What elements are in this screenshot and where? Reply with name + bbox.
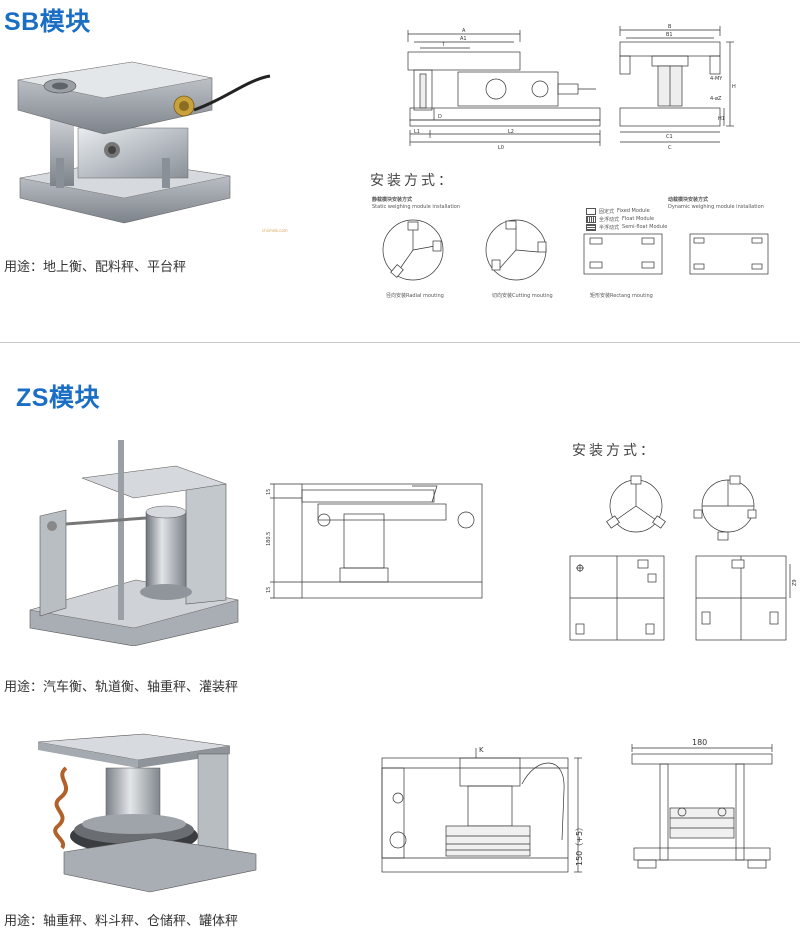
zs-usage-text-2: 用途：轴重秤、料斗秤、仓储秤、罐体秤 <box>4 914 239 929</box>
sb-dim-D: D <box>438 114 442 120</box>
legend-label-fixed-cn: 固定式 <box>599 208 615 215</box>
legend-label-float-en: Float Module <box>622 216 655 222</box>
sb-cutting-mounting-diagram <box>485 219 547 281</box>
legend-label-semi-cn: 半浮动式 <box>599 224 620 231</box>
zs-section-title: ZS模块 <box>16 384 100 412</box>
sb-cutting-caption: 切向安装Cutting mouting <box>492 293 553 299</box>
sb-usage-text: 用途：地上衡、配料秤、平台秤 <box>4 260 187 275</box>
sb-radial-mounting-diagram <box>382 219 444 281</box>
sb-dim-H: H <box>732 84 736 90</box>
float-module-swatch <box>586 215 596 223</box>
zs2-dim-width: 180 <box>692 738 707 747</box>
sb-install-header: 安装方式： <box>370 173 455 189</box>
sb-dynamic-heading-en: Dynamic weighing module installation <box>668 204 764 210</box>
sb-rectang-caption: 矩形安装Rectang mouting <box>590 293 653 299</box>
section-divider <box>0 342 800 343</box>
sb-module-photo <box>17 61 271 224</box>
zs-module-drawing-3: 180 <box>631 738 773 869</box>
sb-side-view-drawing: B B1 4-MY 4-øZ H H1 C1 C <box>619 24 736 151</box>
zs-module-drawing-1: 15 180.5 15 <box>266 483 483 599</box>
zs2-dim-k: K <box>479 746 484 754</box>
sb-dim-A: A <box>462 28 466 34</box>
sb-dynamic-mounting-diagram <box>689 233 769 275</box>
legend-label-float-cn: 全浮动式 <box>599 216 620 223</box>
sb-dim-L2: L2 <box>508 129 514 135</box>
legend-label-semi-en: Semi-float Module <box>622 224 668 230</box>
sb-dim-T: T <box>441 42 446 48</box>
zs-dim-side: Z9 <box>792 579 798 586</box>
sb-dim-L1: L1 <box>414 129 420 135</box>
legend-item-fixed: 固定式 Fixed Module <box>586 207 667 215</box>
zs-module-photo-1 <box>29 440 239 646</box>
sb-dim-B1: B1 <box>666 32 673 38</box>
sb-dim-C: C <box>668 145 672 151</box>
zs1-dim-mid: 180.5 <box>266 532 272 546</box>
sb-radial-caption: 径向安装Radial mouting <box>386 293 444 299</box>
zs-install-header: 安装方式： <box>572 443 657 459</box>
sb-dim-MY: 4-MY <box>710 76 723 82</box>
sb-dim-L0: L0 <box>498 145 504 151</box>
zs-rectang-mounting-diagram <box>569 555 665 641</box>
sb-section-title: SB模块 <box>4 8 91 36</box>
sb-dim-H1: H1 <box>718 116 725 122</box>
sb-static-heading: 静载模块安装方式 <box>372 197 413 203</box>
sb-dim-C1: C1 <box>666 134 673 140</box>
semi-float-module-swatch <box>586 223 596 231</box>
zs1-dim-top: 15 <box>266 489 272 495</box>
sb-dynamic-heading: 动载模块安装方式 <box>668 197 709 203</box>
sb-dim-A1: A1 <box>460 36 467 42</box>
sb-dim-B: B <box>668 24 672 30</box>
sb-rectang-mounting-diagram <box>583 233 663 275</box>
zs-usage-text-1: 用途：汽车衡、轨道衡、轴重秤、灌装秤 <box>4 680 239 695</box>
sb-install-legend: 固定式 Fixed Module 全浮动式 Float Module 半浮动式 … <box>586 207 667 231</box>
zs-dynamic-mounting-diagram: Z9 <box>695 555 798 641</box>
fixed-module-swatch <box>586 207 596 215</box>
legend-item-semi-float: 半浮动式 Semi-float Module <box>586 223 667 231</box>
zs-module-drawing-2: K 150（+5） <box>381 746 584 873</box>
sb-dim-dZ: 4-øZ <box>710 96 722 102</box>
zs1-dim-bot: 15 <box>266 587 272 593</box>
legend-item-float: 全浮动式 Float Module <box>586 215 667 223</box>
sb-static-heading-en: Static weighing module installation <box>372 204 461 210</box>
sb-watermark: chiimeb.com <box>262 228 288 233</box>
zs-cutting-mounting-diagram <box>693 475 757 541</box>
sb-front-view-drawing: A A1 T D L1 L2 L0 <box>407 28 601 151</box>
zs2-dim-height: 150（+5） <box>575 823 584 866</box>
zs-module-photo-2 <box>37 733 257 893</box>
legend-label-fixed-en: Fixed Module <box>617 208 650 214</box>
zs-radial-mounting-diagram <box>606 475 666 533</box>
